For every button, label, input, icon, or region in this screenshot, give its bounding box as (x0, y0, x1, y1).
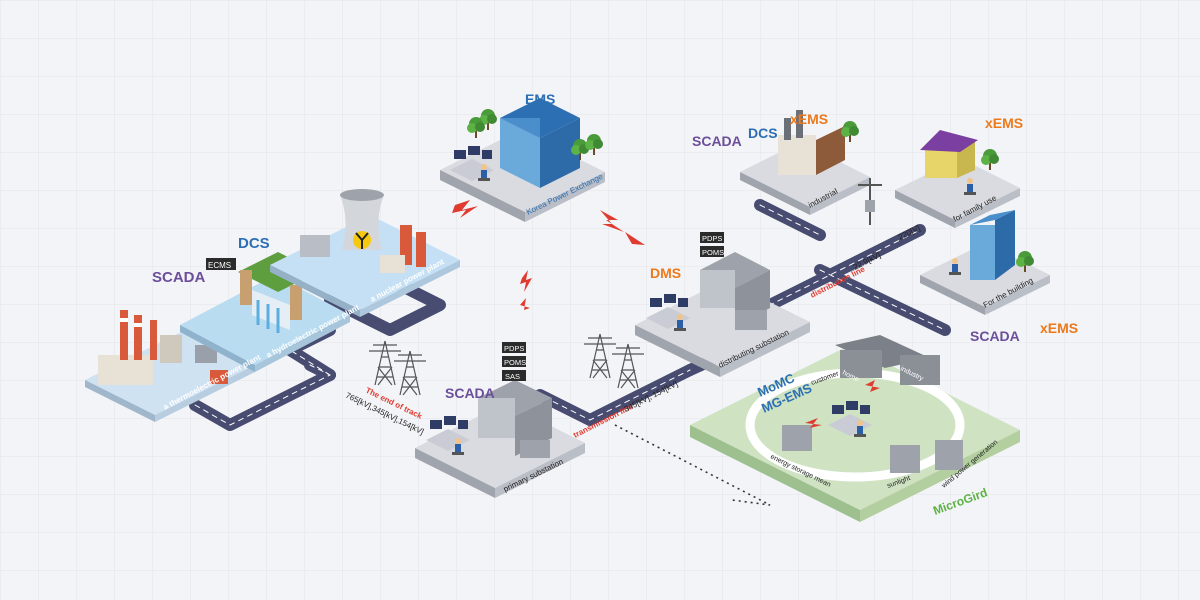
building-scada-label: SCADA (970, 328, 1020, 344)
ecms-badge (206, 258, 236, 270)
primary-tag: POMS (504, 358, 526, 367)
dcs-label: DCS (238, 235, 270, 252)
primary-tag: PDPS (504, 344, 524, 353)
primary-scada-label: SCADA (445, 385, 495, 401)
building-xems-label: xEMS (1040, 320, 1078, 336)
industrial-scada-label: SCADA (692, 133, 742, 149)
distributing-tag-list: PDPS POMS (700, 232, 724, 257)
dms-label: DMS (650, 265, 681, 281)
distributing-tag: PDPS (702, 234, 722, 243)
lightning-icons (452, 200, 645, 310)
industrial-xems-label: xEMS (790, 111, 828, 127)
nuclear-plant (270, 189, 460, 317)
distributing-tag: POMS (702, 248, 724, 257)
industrial-site (740, 110, 870, 215)
scada-label: SCADA (152, 269, 206, 286)
dashed-link (614, 424, 771, 506)
utility-pole (858, 178, 882, 225)
family-xems-label: xEMS (985, 115, 1023, 131)
primary-tag-list: PDPS POMS SAS (502, 342, 526, 381)
ems-label: EMS (525, 91, 555, 107)
family-house (895, 130, 1020, 228)
primary-substation (415, 380, 585, 498)
office-building (920, 210, 1050, 315)
microgrid-area (690, 335, 1020, 522)
primary-tag: SAS (505, 372, 520, 381)
ecms-label: ECMS (208, 261, 231, 270)
industrial-dcs-label: DCS (748, 125, 778, 141)
thermal-plant (85, 310, 255, 422)
ems-building (440, 98, 605, 222)
distributing-substation (635, 252, 810, 377)
